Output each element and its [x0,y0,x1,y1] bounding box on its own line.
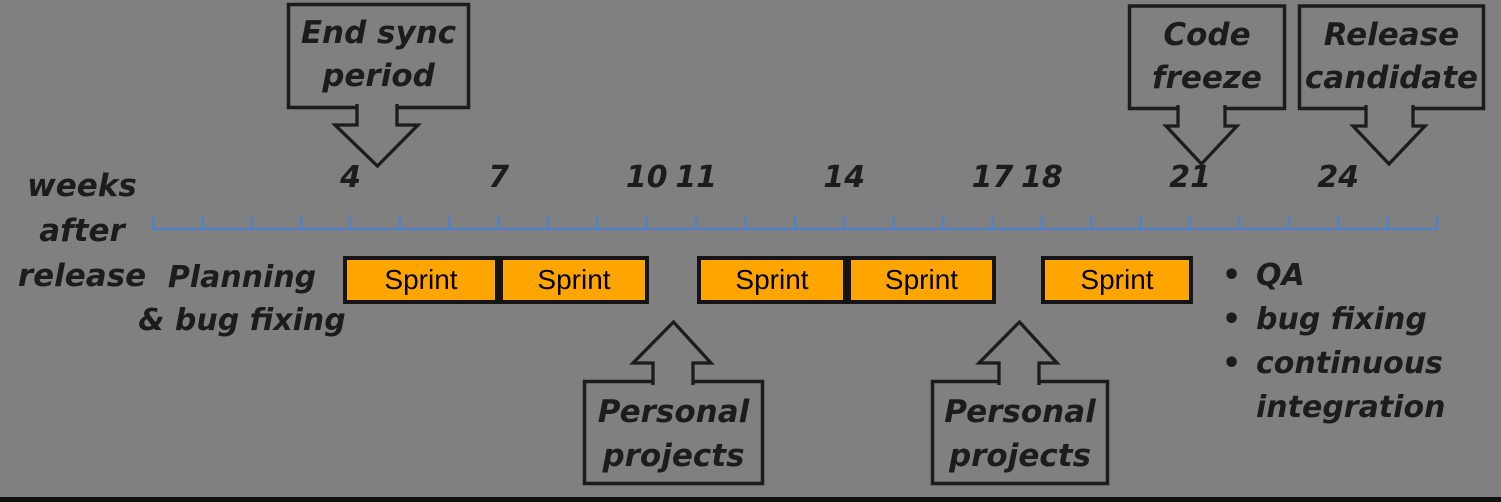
sprint-label: Sprint [884,264,959,295]
personal-projects-box-2 [930,379,1110,486]
planning-phase-line: & bug fixing [138,303,346,338]
code-freeze-line: freeze [1152,60,1262,96]
up-arrow-personal-projects-2-icon [975,319,1061,385]
end-sync-line: End sync [300,15,457,51]
qa-list-item: • QA [1222,254,1496,298]
week-label-11: 11 [675,160,718,195]
bullet-icon: • [1222,258,1242,293]
personal-projects-line: projects [602,438,745,474]
sprint-box-3: Sprint [697,256,847,304]
sprint-label: Sprint [735,264,809,295]
axis-ticks [151,216,1439,229]
qa-item-text: QA [1256,258,1305,293]
personal-projects-line: projects [948,438,1092,474]
qa-list-item: • continuous integration [1222,342,1496,430]
personal-projects-label-2: Personal projects [931,390,1109,478]
sprint-box-5: Sprint [1041,256,1193,304]
code-freeze-line: Code [1163,17,1251,53]
week-label-18: 18 [1021,160,1063,195]
week-label-14: 14 [823,160,866,195]
sprint-label: Sprint [537,264,611,295]
bottom-edge-strip [0,497,1501,502]
end-sync-box [286,2,471,110]
axis-caption-line: after [39,213,125,249]
week-label-17: 17 [971,160,1014,195]
axis-caption-line: weeks [27,168,137,204]
personal-projects-label-1: Personal projects [583,390,764,478]
sprint-box-4: Sprint [847,256,996,304]
personal-projects-line: Personal [944,394,1096,430]
release-candidate-label: Release candidate [1298,14,1485,100]
week-label-10: 10 [625,160,668,195]
bullet-icon: • [1222,346,1242,381]
release-candidate-line: candidate [1304,60,1479,96]
qa-item-text: continuous integration [1256,346,1446,425]
end-sync-line: period [322,58,435,94]
bullet-icon: • [1222,302,1242,337]
sprint-label: Sprint [1080,264,1154,295]
code-freeze-label: Code freeze [1128,14,1286,100]
release-candidate-line: Release [1323,17,1460,53]
week-label-21: 21 [1169,160,1211,195]
week-label-24: 24 [1317,160,1360,195]
sprint-box-2: Sprint [499,256,649,304]
planning-phase-line: Planning [167,260,317,295]
end-sync-label: End sync period [287,12,470,98]
down-arrow-release-candidate-icon [1349,105,1429,167]
week-label-4: 4 [340,160,361,195]
sprint-box-1: Sprint [343,256,499,304]
down-arrow-end-sync-icon [330,104,422,169]
qa-item-text: bug fixing [1256,302,1427,337]
down-arrow-code-freeze-icon [1162,105,1241,167]
week-label-7: 7 [488,160,510,195]
qa-list-item: • bug fixing [1222,298,1496,342]
up-arrow-personal-projects-1-icon [629,319,715,385]
sprint-label: Sprint [384,264,458,295]
qa-phase-list: • QA • bug fixing • continuous integrati… [1222,254,1496,430]
axis-caption: weeks after release [8,164,156,299]
planning-phase-label: Planning & bug fixing [122,256,362,342]
axis-caption-line: release [17,258,147,294]
personal-projects-line: Personal [597,394,750,430]
